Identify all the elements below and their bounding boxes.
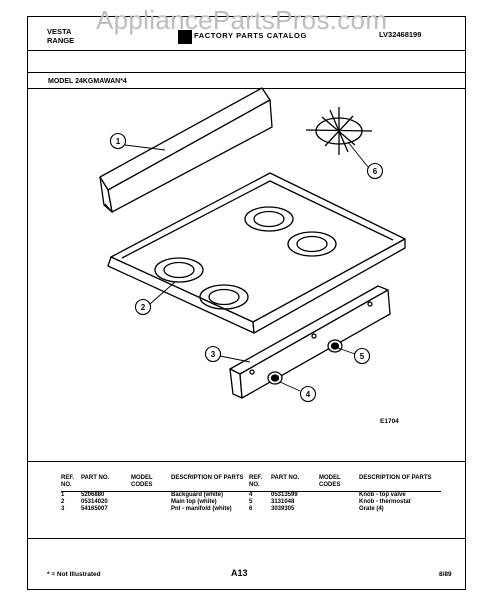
brand-name: VESTA [47, 27, 72, 36]
callout-leaders [124, 141, 369, 392]
desc-cell: Knob - thermostat [359, 499, 411, 505]
part-cell: 3131048 [271, 499, 295, 505]
codes-cell [131, 492, 171, 500]
col-part-no: PART NO. [271, 475, 319, 492]
desc-cell: Main top (white) [171, 499, 217, 505]
model-label: MODEL 24KGMAWAN*4 [48, 78, 127, 85]
ref-cell: 5 [249, 499, 253, 505]
desc-cell: Knob - top valve [359, 492, 406, 498]
callout-4: 4 [299, 385, 317, 403]
codes-cell [319, 492, 359, 500]
page-frame [27, 16, 466, 590]
desc-cell: Backguard (white) [171, 492, 224, 498]
knob-illustrations [267, 339, 343, 385]
part-cell: 5206880 [81, 492, 105, 498]
desc-cell: Pnl - manifold (white) [171, 506, 232, 512]
catalog-title: FACTORY PARTS CATALOG [194, 31, 307, 40]
part-cell: 3039305 [271, 506, 295, 512]
backguard-illustration [99, 87, 273, 213]
table-row: 5 3131048 Knob - thermostat [249, 499, 441, 506]
desc-cell: Grate (4) [359, 506, 384, 512]
col-description: DESCRIPTION OF PARTS [171, 475, 253, 492]
svg-text:6: 6 [373, 167, 378, 176]
table-row: 1 5206880 Backguard (white) [61, 492, 253, 500]
callout-3: 3 [204, 345, 222, 363]
model-rule-bottom [28, 88, 465, 89]
col-ref-no: REF. NO. [61, 475, 81, 492]
table-row: 3 54165007 Pnl - manifold (white) [61, 506, 253, 513]
callout-6: 6 [366, 162, 384, 180]
codes-cell [131, 506, 171, 513]
svg-text:4: 4 [306, 390, 311, 399]
page-number: A13 [231, 568, 248, 578]
table-row: 2 05314020 Main top (white) [61, 499, 253, 506]
exploded-parts-diagram: 1 2 3 4 5 6 [99, 87, 406, 403]
col-part-no: PART NO. [81, 475, 131, 492]
table-row: 4 05313599 Knob - top valve [249, 492, 441, 500]
col-ref-no: REF. NO. [249, 475, 271, 492]
grate-illustration [305, 107, 373, 155]
model-rule-top [28, 72, 465, 73]
codes-cell [131, 499, 171, 506]
col-description: DESCRIPTION OF PARTS [359, 475, 441, 492]
manufacturer-logo-icon [178, 30, 192, 44]
parts-table-left: REF. NO. PART NO. MODEL CODES DESCRIPTIO… [61, 475, 253, 513]
part-cell: 05313599 [271, 492, 298, 498]
codes-cell [319, 499, 359, 506]
watermark: AppliancePartsPros.com [96, 5, 388, 35]
footnote: * = Not Illustrated [47, 571, 101, 578]
table-row: 6 3039305 Grate (4) [249, 506, 441, 513]
codes-cell [319, 506, 359, 513]
header-brand-block: VESTA RANGE [47, 27, 74, 45]
figure-code: E1704 [380, 418, 399, 425]
main-top-illustration [107, 172, 406, 334]
ref-cell: 1 [61, 492, 65, 498]
catalog-number: LV32468199 [379, 30, 422, 39]
table-rule-bottom [28, 538, 465, 539]
product-type: RANGE [47, 36, 75, 45]
revision-date: 8/89 [439, 571, 452, 578]
col-model-codes: MODEL CODES [319, 475, 359, 492]
svg-text:2: 2 [141, 303, 146, 312]
callout-2: 2 [134, 298, 152, 316]
svg-text:5: 5 [360, 352, 365, 361]
table-rule-top [28, 461, 465, 462]
ref-cell: 2 [61, 499, 65, 505]
callout-5: 5 [353, 347, 371, 365]
callout-1: 1 [109, 132, 127, 150]
part-cell: 05314020 [81, 499, 108, 505]
svg-text:3: 3 [211, 350, 216, 359]
header-rule [28, 50, 465, 51]
ref-cell: 3 [61, 506, 65, 512]
part-cell: 54165007 [81, 506, 108, 512]
ref-cell: 4 [249, 492, 253, 498]
parts-table-right: REF. NO. PART NO. MODEL CODES DESCRIPTIO… [249, 475, 441, 513]
svg-text:1: 1 [116, 137, 121, 146]
col-model-codes: MODEL CODES [131, 475, 171, 492]
manifold-panel-illustration [229, 285, 391, 399]
ref-cell: 6 [249, 506, 253, 512]
